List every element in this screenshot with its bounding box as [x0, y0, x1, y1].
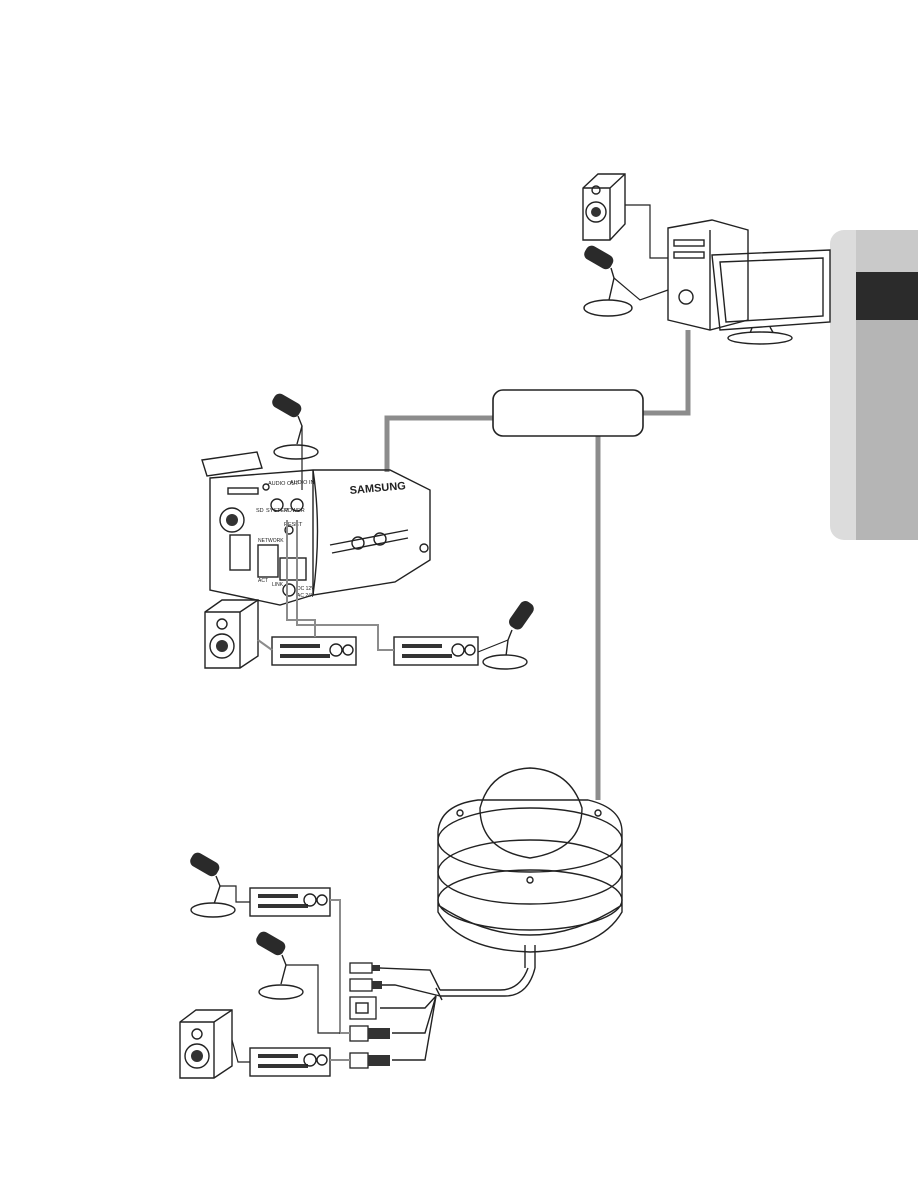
dome-peripheral-wires — [220, 885, 350, 1063]
label-power: POWER — [284, 508, 305, 514]
box-camera-wires — [257, 520, 394, 651]
label-ac: AC 24V — [297, 593, 315, 599]
label-network: NETWORK — [258, 538, 284, 544]
box-camera-amp-in — [393, 636, 479, 666]
label-system: SYSTEM — [266, 508, 289, 514]
dome-connectors — [349, 962, 390, 1069]
pc-microphone — [583, 245, 633, 317]
network-box — [492, 389, 644, 437]
pc-speaker — [582, 173, 626, 241]
dome-camera — [437, 767, 623, 968]
box-camera-mic-right — [477, 601, 534, 670]
pc-wires — [613, 204, 669, 301]
box-camera-speaker — [204, 599, 259, 669]
dome-amp-top — [249, 887, 331, 917]
label-act: ACT — [258, 578, 268, 584]
dome-mic-middle — [256, 931, 304, 1000]
label-link: LINK — [272, 582, 284, 588]
camera-microphone — [272, 393, 319, 490]
dome-amp-bottom — [249, 1047, 331, 1077]
label-sd: SD — [256, 508, 264, 514]
label-reset: RESET — [284, 522, 303, 528]
pc-monitor — [711, 249, 831, 345]
camera-brand: SAMSUNG — [349, 480, 406, 497]
box-camera-amp-out — [271, 636, 357, 666]
dome-speaker — [179, 1009, 233, 1079]
label-dc: DC 12V — [297, 586, 315, 592]
side-tab — [830, 230, 918, 540]
network-cables — [384, 330, 691, 800]
box-camera: SAMSUNG AUDIO OUT AUDIO IN SD SYSTEM POW… — [201, 451, 431, 606]
dome-pigtail — [379, 967, 536, 1061]
label-audio-out: AUDIO OUT — [268, 481, 299, 487]
pc-tower — [667, 219, 749, 331]
dome-mic-top — [190, 852, 236, 918]
